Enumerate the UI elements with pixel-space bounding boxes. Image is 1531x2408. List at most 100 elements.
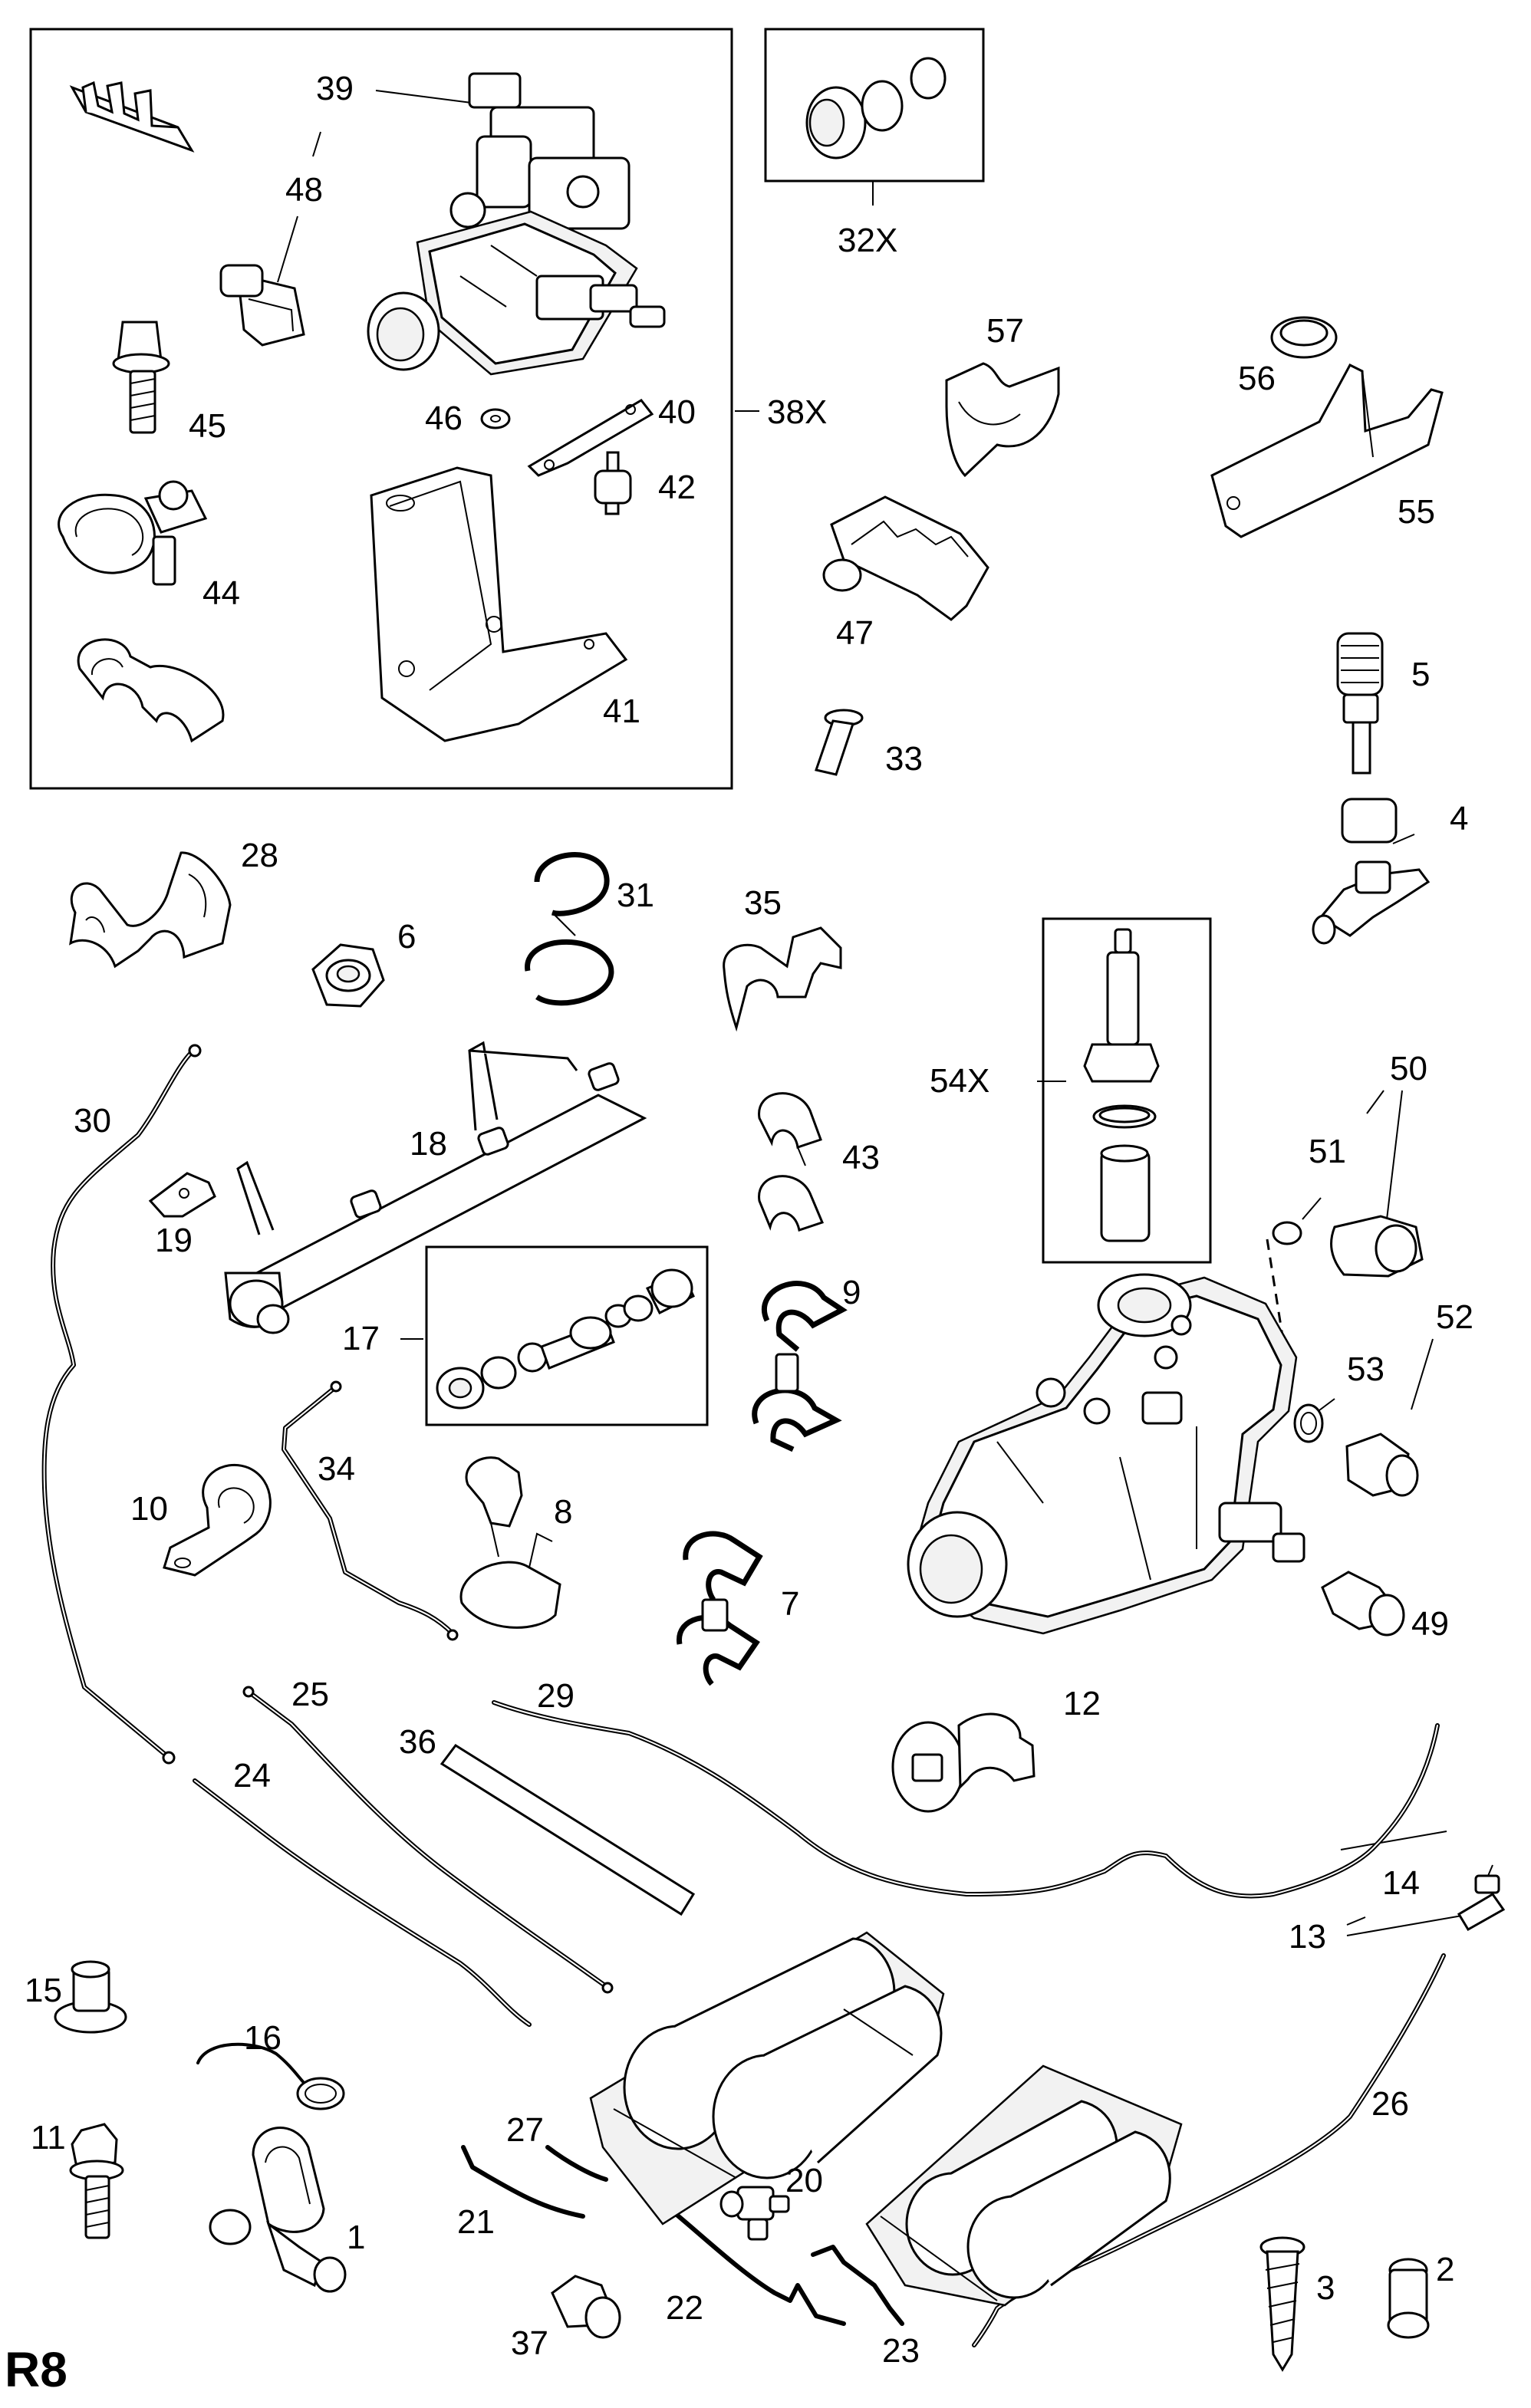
- callout-11: 11: [31, 2119, 66, 2156]
- pipe-24: [193, 1778, 532, 2027]
- part-6-nut: [311, 943, 385, 1008]
- callout-4: 4: [1450, 800, 1469, 837]
- part-18-rail: [224, 1041, 647, 1334]
- part-4-fitting: [1312, 798, 1431, 945]
- part-19-bracket: [148, 1172, 216, 1218]
- callout-52: 52: [1436, 1298, 1473, 1336]
- clip-top-left: [69, 81, 195, 153]
- pipe-21: [461, 2145, 585, 2219]
- part-46-washer: [480, 408, 511, 429]
- part-48-bracket: [219, 264, 305, 347]
- callout-38x: 38X: [767, 393, 828, 431]
- callout-49: 49: [1411, 1605, 1449, 1643]
- gas-tanks-upper: [589, 1931, 945, 2225]
- part-12-clamp: [891, 1712, 1035, 1813]
- part-17-kit: [436, 1268, 695, 1410]
- callout-22: 22: [666, 2289, 703, 2327]
- callout-2: 2: [1436, 2251, 1455, 2288]
- kit-54x-frame: [1042, 917, 1212, 1264]
- callout-31: 31: [617, 877, 654, 914]
- callout-56: 56: [1238, 360, 1276, 397]
- callout-6: 6: [397, 918, 416, 956]
- part-50-51-plug: [1272, 1215, 1424, 1278]
- part-55-bracket: [1210, 364, 1444, 538]
- part-32x-plugs: [805, 57, 947, 160]
- callout-19: 19: [155, 1222, 193, 1259]
- callout-36: 36: [399, 1723, 436, 1761]
- part-40-strap: [527, 399, 654, 477]
- part-11-bolt: [69, 2123, 124, 2239]
- pipe-30: [41, 1048, 196, 1758]
- page-code: R8: [5, 2342, 67, 2397]
- part-35-clip: [723, 926, 842, 1032]
- part-16-seal-ring: [196, 2042, 345, 2110]
- callout-8: 8: [554, 1493, 573, 1531]
- part-47-clip: [822, 495, 989, 621]
- part-3-screw: [1259, 2236, 1305, 2372]
- callout-37: 37: [511, 2324, 548, 2362]
- callout-50: 50: [1390, 1050, 1427, 1087]
- callout-15: 15: [25, 1972, 62, 2009]
- part-2-bolt: [1387, 2258, 1430, 2339]
- callout-27: 27: [506, 2111, 544, 2149]
- callout-18: 18: [410, 1125, 447, 1163]
- callout-14: 14: [1382, 1864, 1420, 1902]
- callout-20: 20: [785, 2162, 823, 2199]
- part-37-fitting: [551, 2275, 621, 2339]
- callout-57: 57: [986, 312, 1024, 350]
- callout-32x: 32X: [838, 222, 898, 259]
- callout-43: 43: [842, 1139, 880, 1176]
- callout-26: 26: [1371, 2085, 1409, 2123]
- part-7-clip: [677, 1531, 763, 1686]
- part-10-clamp: [163, 1463, 272, 1577]
- part-8-clip: [459, 1456, 561, 1629]
- part-57-clamp: [945, 362, 1060, 478]
- part-9-clip: [752, 1281, 848, 1452]
- part-15-grommet: [54, 1960, 127, 2034]
- part-39-regulator: [367, 72, 666, 376]
- callout-16: 16: [244, 2019, 282, 2057]
- part-1-filler: [209, 2127, 347, 2293]
- part-56-ring: [1270, 316, 1338, 359]
- callout-10: 10: [130, 1490, 168, 1528]
- part-41-bracket: [370, 466, 628, 742]
- clip-double: [77, 638, 225, 743]
- part-28-clip: [69, 851, 232, 969]
- callout-46: 46: [425, 400, 463, 437]
- callout-1: 1: [347, 2219, 366, 2256]
- callout-39: 39: [316, 70, 354, 107]
- callout-33: 33: [885, 740, 923, 778]
- part-52-53-fitting: [1293, 1403, 1419, 1497]
- callout-23: 23: [882, 2332, 920, 2370]
- part-44-clamp: [58, 480, 208, 586]
- gas-tanks-lower: [865, 2064, 1183, 2307]
- callout-5: 5: [1411, 656, 1431, 693]
- part-42-mount: [594, 451, 632, 515]
- callout-41: 41: [603, 692, 640, 730]
- callout-25: 25: [291, 1676, 329, 1713]
- callout-3: 3: [1316, 2269, 1335, 2307]
- part-12-valve-body: [907, 1273, 1305, 1635]
- kit-32x-frame: [764, 28, 985, 183]
- pipe-36: [440, 1743, 696, 1916]
- callout-29: 29: [537, 1677, 575, 1715]
- callout-51: 51: [1309, 1133, 1346, 1170]
- part-31-clip: [525, 852, 614, 1006]
- pipes: [41, 1044, 1446, 2347]
- callout-47: 47: [836, 614, 874, 652]
- callout-40: 40: [658, 393, 696, 431]
- part-45-bolt: [112, 321, 170, 434]
- callout-7: 7: [781, 1585, 800, 1623]
- part-20-valve: [719, 2186, 790, 2241]
- part-33-pin: [815, 709, 864, 776]
- callout-30: 30: [74, 1102, 111, 1140]
- callout-17: 17: [342, 1320, 380, 1357]
- kit-38x-frame: [29, 28, 733, 790]
- part-49-fitting: [1321, 1571, 1405, 1637]
- callout-53: 53: [1347, 1350, 1384, 1388]
- callout-35: 35: [744, 884, 782, 922]
- part-43-clip: [758, 1092, 825, 1232]
- callout-21: 21: [457, 2203, 495, 2241]
